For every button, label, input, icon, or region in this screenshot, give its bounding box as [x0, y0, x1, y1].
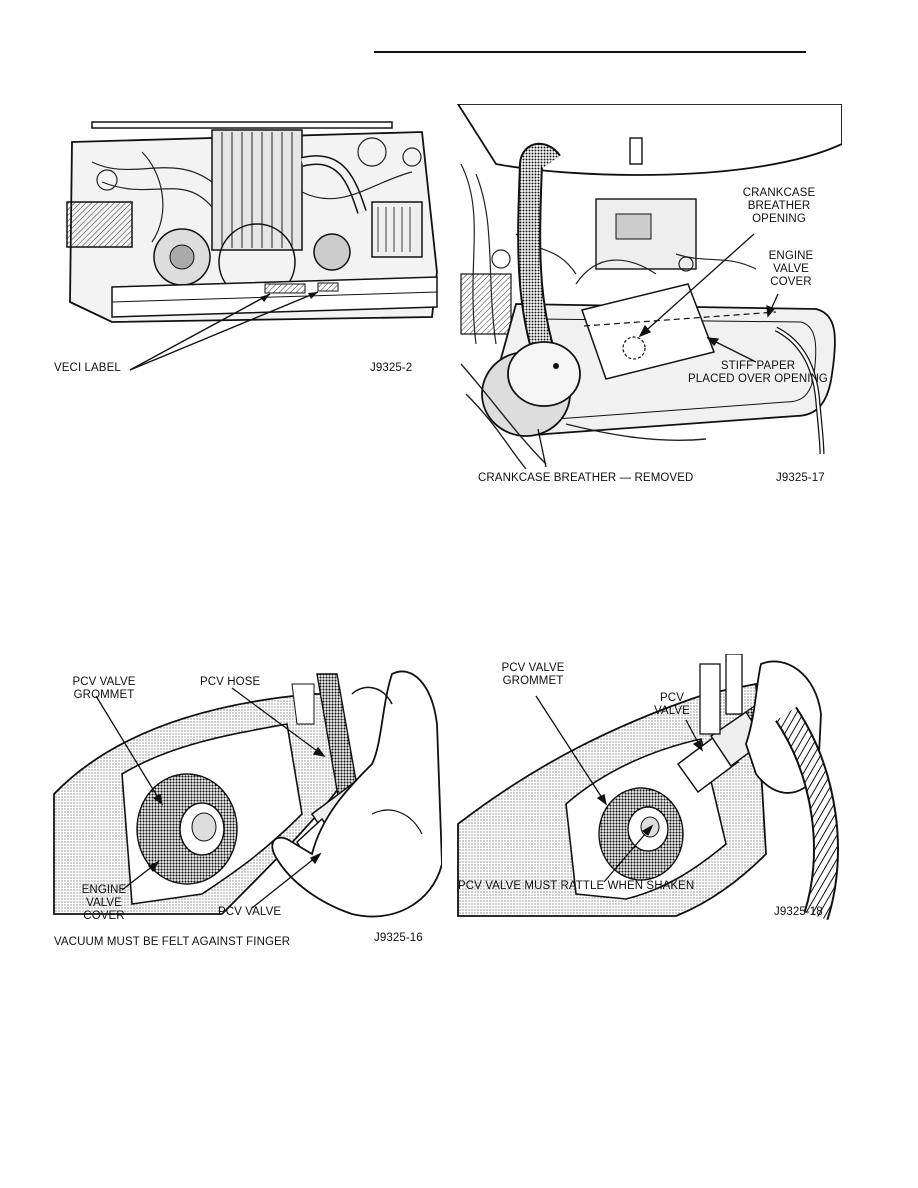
figure-code: J9325-18 — [774, 906, 823, 918]
engine-valve-cover-callout: ENGINE VALVE COVER — [81, 884, 127, 922]
veci-label-callout: VECI LABEL — [54, 362, 121, 374]
engine-compartment-illustration — [66, 121, 438, 371]
pcv-valve-callout: PCV VALVE — [218, 906, 282, 918]
figure-crankcase-breather: CRANKCASE BREATHER OPENING ENGINE VALVE … — [456, 104, 842, 490]
figure-code: J9325-16 — [374, 932, 423, 944]
pcv-valve-grommet-callout: PCV VALVE GROMMET — [501, 662, 565, 687]
stiff-paper-callout: STIFF PAPER PLACED OVER OPENING — [688, 360, 828, 385]
crankcase-breather-removed-caption: CRANKCASE BREATHER — REMOVED — [478, 472, 694, 484]
pcv-valve-grommet-callout: PCV VALVE GROMMET — [72, 676, 136, 701]
header-rule — [374, 51, 806, 53]
figure-rattle-test: PCV VALVE GROMMET PCV VALVE PCV VALVE MU… — [456, 654, 842, 926]
engine-valve-cover-callout: ENGINE VALVE COVER — [768, 250, 814, 288]
figure-veci-label: VECI LABEL J9325-2 — [52, 112, 442, 382]
pcv-vacuum-test-illustration — [53, 670, 442, 918]
figure-code: J9325-17 — [776, 472, 825, 484]
pcv-valve-callout: PCV VALVE — [654, 692, 690, 717]
crankcase-breather-opening-callout: CRANKCASE BREATHER OPENING — [742, 187, 816, 225]
pcv-rattle-test-illustration — [457, 654, 839, 920]
rattle-caption: PCV VALVE MUST RATTLE WHEN SHAKEN — [458, 880, 695, 892]
vacuum-caption: VACUUM MUST BE FELT AGAINST FINGER — [54, 936, 291, 948]
figure-vacuum-test: PCV VALVE GROMMET PCV HOSE ENGINE VALVE … — [52, 664, 442, 956]
pcv-hose-callout: PCV HOSE — [200, 676, 261, 688]
crankcase-breather-illustration — [456, 104, 842, 470]
figure-code: J9325-2 — [370, 362, 413, 374]
